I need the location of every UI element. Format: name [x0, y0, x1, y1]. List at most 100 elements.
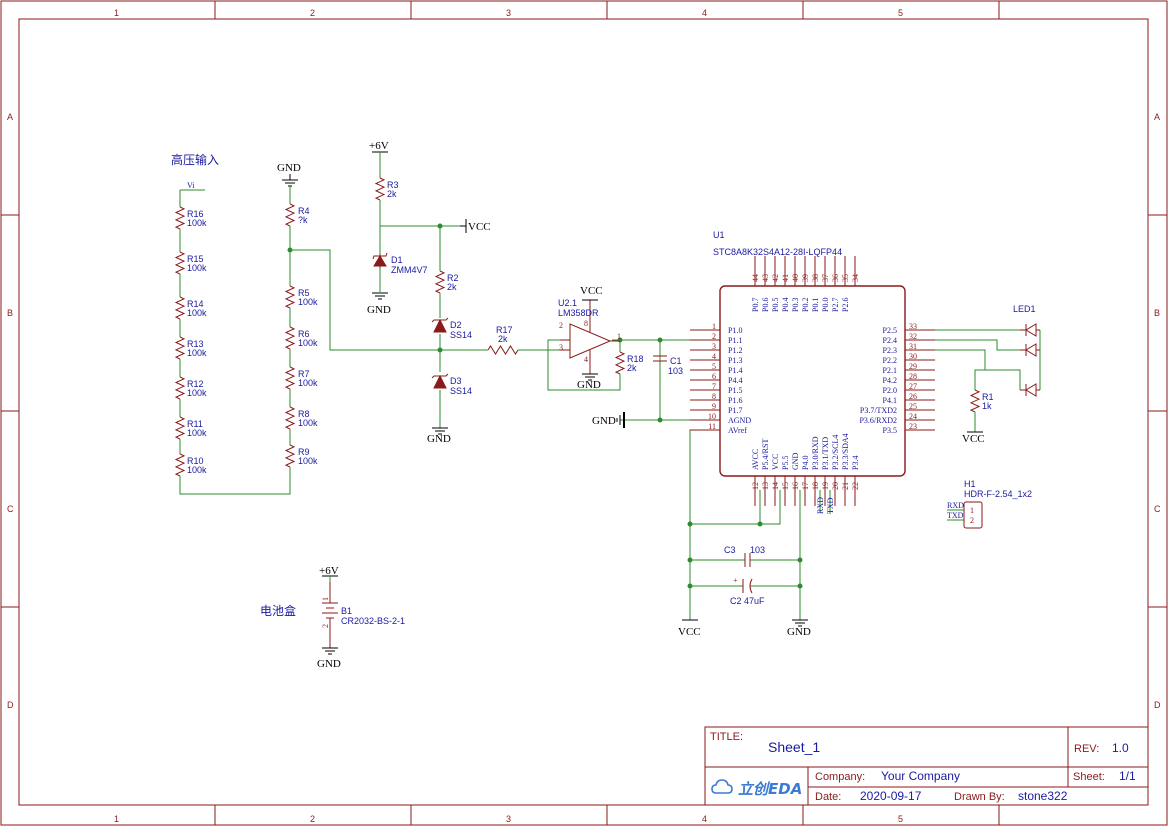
svg-text:37: 37 [821, 274, 830, 282]
u1-pin-bottom: 20 P3.2/SCL4 [831, 435, 840, 506]
gnd-label: GND [787, 626, 811, 638]
frame-col-label: 5 [898, 8, 903, 18]
frame-row-label: B [1154, 308, 1160, 318]
svg-text:18: 18 [811, 482, 820, 490]
svg-text:P3.5: P3.5 [883, 426, 897, 435]
frame-row-label: B [7, 308, 13, 318]
h1-rxd-net: RXD [947, 501, 964, 510]
svg-text:32: 32 [909, 332, 917, 341]
r15-ref: R15 [187, 254, 204, 264]
u1-pin-top: 34 [851, 256, 860, 286]
vcc-label: VCC [962, 433, 985, 445]
u2-pin4: 4 [584, 355, 588, 364]
battery-b1: 1 2 B1 CR2032-BS-2-1 [321, 580, 405, 648]
svg-text:P1.6: P1.6 [728, 396, 742, 405]
r7-value: 100k [298, 378, 318, 388]
r3-ref: R3 [387, 180, 399, 190]
frame-col-label: 1 [114, 814, 119, 824]
wires [179, 189, 1041, 620]
svg-text:P2.3: P2.3 [883, 346, 897, 355]
title-block: TITLE: Sheet_1 REV: 1.0 Company: Your Co… [704, 726, 1149, 806]
r18-ref: R18 [627, 354, 644, 364]
r18-value: 2k [627, 363, 637, 373]
r1-ref: R1 [982, 392, 994, 402]
r10-value: 100k [187, 465, 207, 475]
b1-pin1: 1 [321, 597, 330, 601]
c1-ref: C1 [670, 356, 682, 366]
rev-label: REV: [1074, 743, 1099, 755]
r3-value: 2k [387, 189, 397, 199]
vcc-label: VCC [468, 221, 491, 233]
gnd-symbol: GND [317, 647, 341, 670]
led1-diode-a [1020, 323, 1040, 337]
svg-text:P2.6: P2.6 [841, 298, 850, 312]
svg-text:P0.0: P0.0 [821, 298, 830, 312]
gnd-label: GND [367, 304, 391, 316]
svg-text:P3.2/SCL4: P3.2/SCL4 [831, 435, 840, 470]
svg-text:1: 1 [712, 322, 716, 331]
vi-net-label: Vi [187, 181, 195, 190]
frame-row-label: D [1154, 700, 1161, 710]
svg-text:P3.3/SDA4: P3.3/SDA4 [841, 433, 850, 470]
c2-ref: C2 [730, 596, 742, 606]
svg-text:P3.4: P3.4 [851, 456, 860, 470]
svg-text:16: 16 [791, 482, 800, 490]
svg-text:20: 20 [831, 482, 840, 490]
b1-ref: B1 [341, 606, 352, 616]
svg-text:P2.7: P2.7 [831, 298, 840, 312]
svg-text:8: 8 [712, 392, 716, 401]
u1-txd-net: TXD [826, 497, 835, 514]
r12-value: 100k [187, 388, 207, 398]
svg-text:28: 28 [909, 372, 917, 381]
svg-text:+: + [733, 576, 738, 585]
d2-value: SS14 [450, 330, 472, 340]
u2-pin1: 1 [617, 332, 621, 341]
frame-col-label: 2 [310, 8, 315, 18]
svg-text:9: 9 [712, 402, 716, 411]
d2-ref: D2 [450, 320, 462, 330]
svg-text:38: 38 [811, 274, 820, 282]
frame-col-label: 3 [506, 8, 511, 18]
led1-diode-c [1020, 383, 1040, 397]
gnd-symbol: GND [787, 619, 811, 638]
r14-ref: R14 [187, 299, 204, 309]
sheet-value: 1/1 [1119, 769, 1136, 783]
frame-row-label: C [7, 504, 14, 514]
u2-pin2: 2 [559, 321, 563, 330]
power-symbols: GND +6V GND VCC GND VCC [277, 140, 985, 670]
r11-value: 100k [187, 428, 207, 438]
p6v-label: +6V [319, 565, 339, 577]
p6v-label: +6V [369, 140, 389, 152]
gnd-label: GND [427, 433, 451, 445]
resistor-r4: R4?k [284, 198, 310, 232]
capacitor-c1: C1 103 [653, 355, 683, 376]
d3-ref: D3 [450, 376, 462, 386]
date-label: Date: [815, 791, 841, 803]
svg-text:P1.0: P1.0 [728, 326, 742, 335]
svg-text:10: 10 [708, 412, 716, 421]
svg-text:14: 14 [771, 482, 780, 490]
